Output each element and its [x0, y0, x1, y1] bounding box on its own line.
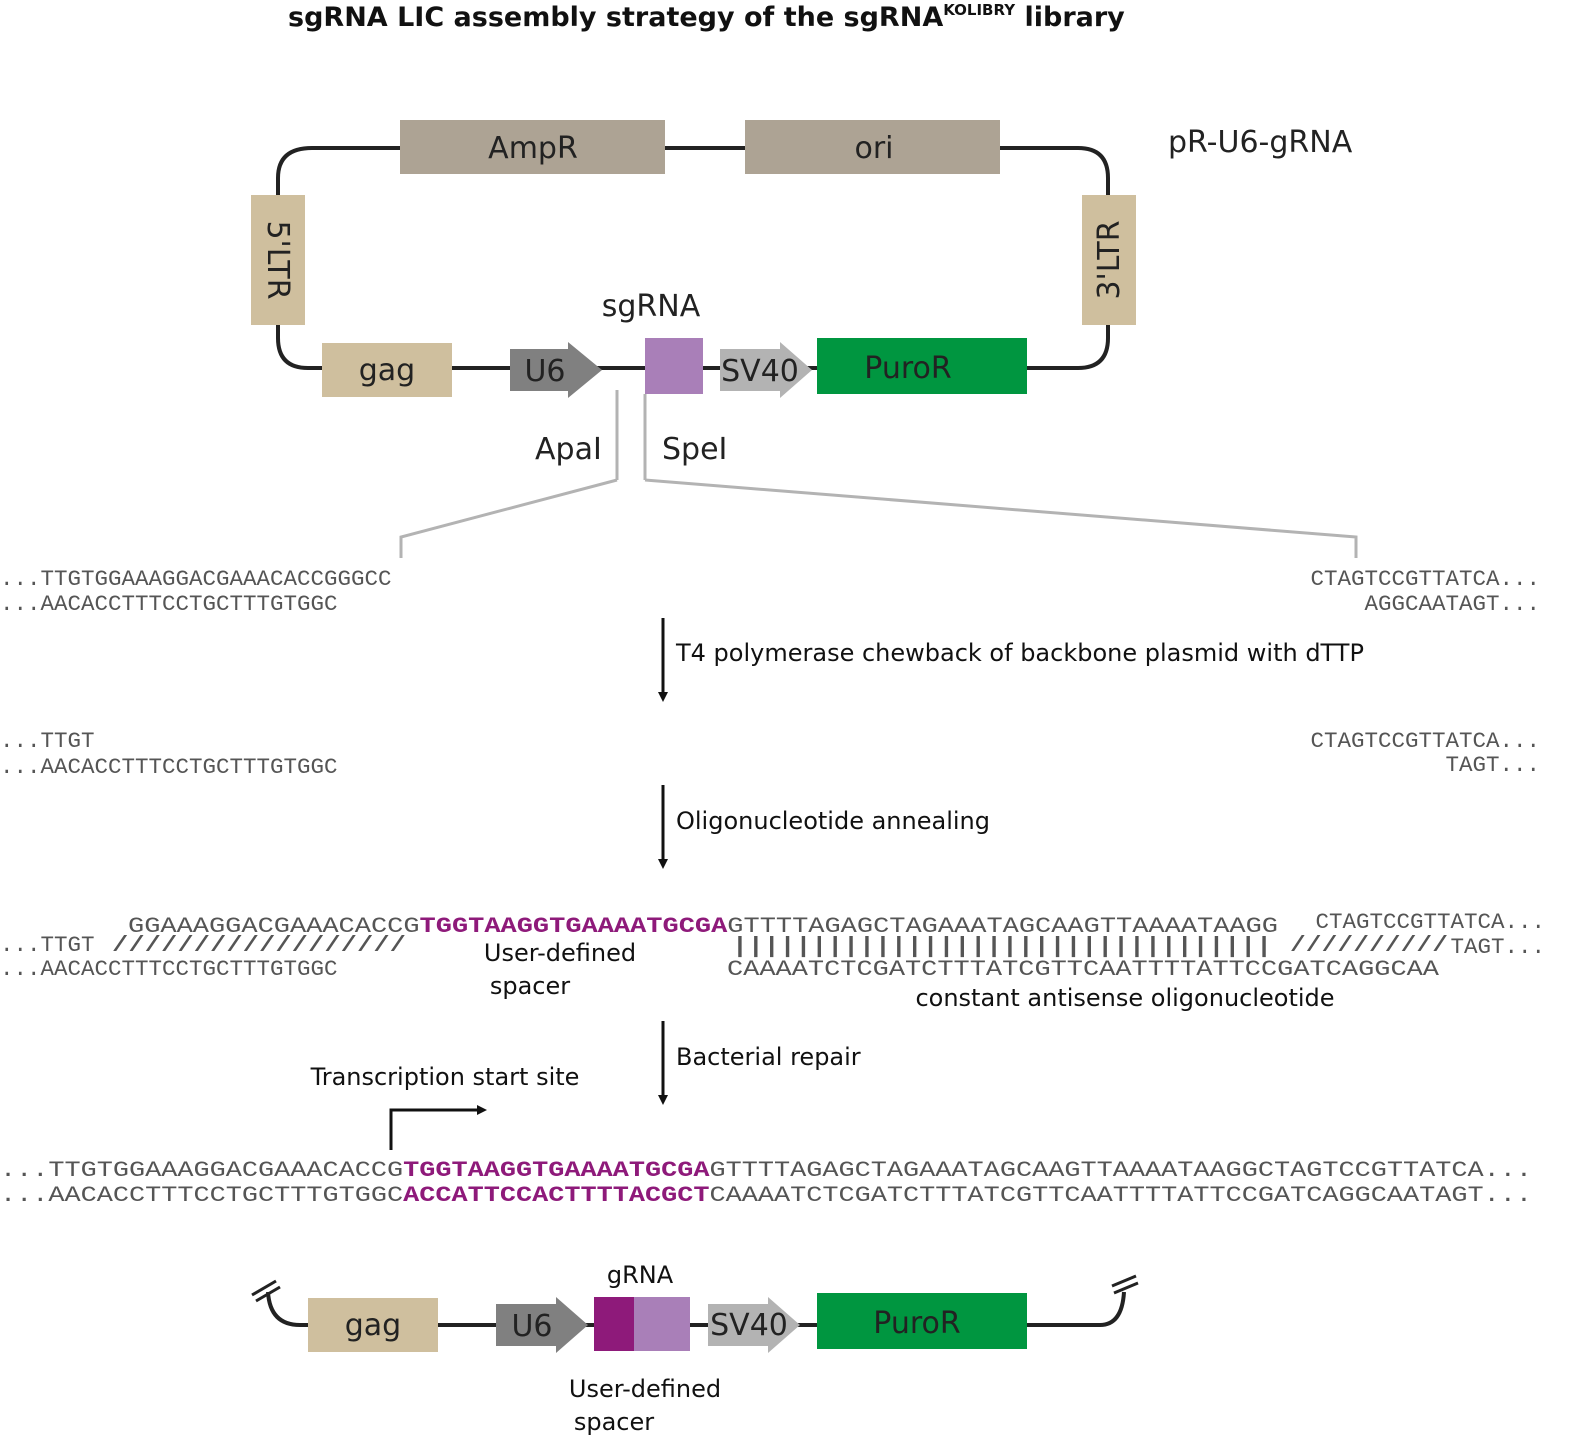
- spacer-annotation-line2: spacer: [490, 972, 570, 1000]
- break-mark-right-1: [1111, 1274, 1137, 1288]
- final-spacer-annotation-line1: User-defined: [569, 1375, 721, 1403]
- spei-callout-leader: [644, 478, 1358, 558]
- sgrna-label: sgRNA: [602, 289, 701, 324]
- cut-right-top-strand: CTAGTCCGTTATCA...: [1310, 566, 1540, 592]
- anneal-left-bottom-strand: ...AACACCTTTCCTGCTTTGTGGC: [0, 956, 338, 982]
- ori-label: ori: [854, 131, 893, 166]
- final-puror-label: PuroR: [873, 1306, 960, 1341]
- final-top-prefix: ...TTGTGGAAAGGACGAAACACCG: [0, 1157, 403, 1183]
- break-mark-left-1: [251, 1279, 277, 1297]
- tss-label: Transcription start site: [310, 1063, 580, 1091]
- sv40-arrow: [720, 342, 812, 398]
- gag-box: [322, 343, 452, 397]
- break-mark-left-2: [255, 1285, 281, 1303]
- final-bottom-spacer: ACCATTCCACTTTTACGCT: [403, 1182, 709, 1208]
- final-u6-label: U6: [511, 1309, 552, 1344]
- final-bottom-prefix: ...AACACCTTTCCTGCTTTGTGGC: [0, 1182, 403, 1208]
- final-sv40-arrow: [708, 1297, 800, 1353]
- cut-right-bottom-strand: AGGCAATAGT...: [1364, 591, 1540, 617]
- repaired-sequences: Transcription start site ...TTGTGGAAAGGA…: [0, 1063, 1532, 1208]
- annealed-sequences: ...TTGT ...AACACCTTTCCTGCTTTGTGGC GGAAAG…: [0, 909, 1545, 1012]
- cut-backbone-sequences: ...TTGTGGAAAGGACGAAACACCGGGCC ...AACACCT…: [0, 566, 1540, 617]
- chewed-backbone-sequences: ...TTGT ...AACACCTTTCCTGCTTTGTGGC CTAGTC…: [0, 728, 1540, 780]
- anneal-right-bottom-strand: TAGT...: [1450, 934, 1545, 960]
- chew-right-top-strand: CTAGTCCGTTATCA...: [1310, 728, 1540, 754]
- chew-right-bottom-strand: TAGT...: [1445, 752, 1540, 778]
- antisense-annotation: constant antisense oligonucleotide: [915, 984, 1334, 1012]
- plasmid-name: pR-U6-gRNA: [1168, 125, 1353, 160]
- chew-left-top-strand: ...TTGT: [0, 728, 95, 754]
- step-label-chewback: T4 polymerase chewback of backbone plasm…: [675, 639, 1364, 667]
- puror-box: [817, 338, 1027, 394]
- sense-oligo-suffix: GTTTTAGAGCTAGAAATAGCAAGTTAAAATAAGG: [727, 913, 1278, 939]
- final-sv40-label: SV40: [710, 1308, 788, 1343]
- final-top-suffix: GTTTTAGAGCTAGAAATAGCAAGTTAAAATAAGGCTAGTC…: [710, 1157, 1532, 1183]
- sgrna-box: [645, 338, 703, 394]
- ltr3-box: [1082, 195, 1136, 325]
- final-top-spacer: TGGTAAGGTGAAAATGCGA: [403, 1157, 710, 1183]
- puror-label: PuroR: [864, 351, 951, 386]
- u6-label: U6: [524, 354, 565, 389]
- final-construct: gag U6 gRNA SV40 PuroR User-defined spac…: [251, 1261, 1139, 1436]
- cut-left-top-strand: ...TTGTGGAAAGGACGAAACACCGGGCC: [0, 566, 392, 592]
- antisense-oligonucleotide: CAAAATCTCGATCTTTATCGTTCAATTTTATTCCGATCAG…: [727, 956, 1440, 982]
- final-grna-label: gRNA: [607, 1261, 674, 1289]
- final-spacer-box: [594, 1297, 634, 1351]
- anneal-right-top-strand: CTAGTCCGTTATCA...: [1315, 909, 1545, 935]
- final-gag-label: gag: [345, 1308, 401, 1343]
- chew-left-bottom-strand: ...AACACCTTTCCTGCTTTGTGGC: [0, 754, 338, 780]
- cut-left-bottom-strand: ...AACACCTTTCCTGCTTTGTGGC: [0, 591, 338, 617]
- final-u6-arrow: [496, 1297, 588, 1353]
- final-spacer-annotation-line2: spacer: [574, 1408, 654, 1436]
- plasmid-map: AmpR ori pR-U6-gRNA 5'LTR 3'LTR gag U6 s…: [251, 120, 1358, 558]
- plasmid-backbone-line: [276, 146, 1110, 370]
- title-superscript: KOLIBRY: [943, 1, 1016, 19]
- final-gag-box: [308, 1298, 438, 1352]
- final-bottom-suffix: CAAAATCTCGATCTTTATCGTTCAATTTTATTCCGATCAG…: [710, 1182, 1532, 1208]
- step-label-annealing: Oligonucleotide annealing: [676, 807, 990, 835]
- ampr-label: AmpR: [488, 131, 578, 166]
- gag-label: gag: [359, 353, 415, 388]
- u6-arrow: [510, 342, 602, 398]
- figure-title: sgRNA LIC assembly strategy of the sgRNA…: [288, 1, 1125, 33]
- apai-label: ApaI: [535, 432, 602, 467]
- tss-arrow: [389, 1105, 487, 1150]
- final-backbone-line: [266, 1291, 1126, 1327]
- ltr5-box: [251, 195, 305, 325]
- sense-oligo-prefix: GGAAAGGACGAAACACCG: [128, 913, 420, 939]
- title-main: sgRNA LIC assembly strategy of the sgRNA: [288, 2, 943, 33]
- final-scaffold-box: [634, 1297, 690, 1351]
- ori-box: [745, 120, 1000, 174]
- ltr5-label: 5'LTR: [260, 220, 295, 299]
- anneal-left-top-strand: ...TTGT: [0, 932, 95, 958]
- sense-oligo-spacer: TGGTAAGGTGAAAATGCGA: [420, 913, 728, 939]
- spei-label: SpeI: [662, 432, 727, 467]
- ampr-box: [400, 120, 665, 174]
- right-ligation-hatch: //////////: [1290, 932, 1448, 958]
- apai-callout-leader: [399, 478, 618, 558]
- final-puror-box: [817, 1293, 1027, 1349]
- step-label-repair: Bacterial repair: [676, 1043, 861, 1071]
- title-suffix: library: [1015, 2, 1125, 33]
- break-mark-right-2: [1113, 1281, 1139, 1295]
- sv40-label: SV40: [721, 354, 799, 389]
- spacer-annotation-line1: User-defined: [484, 939, 636, 967]
- left-ligation-hatch: //////////////////: [112, 932, 406, 958]
- annealing-bonds: ||||||||||||||||||||||||||||||||||: [732, 933, 1272, 959]
- ltr3-label: 3'LTR: [1092, 220, 1127, 299]
